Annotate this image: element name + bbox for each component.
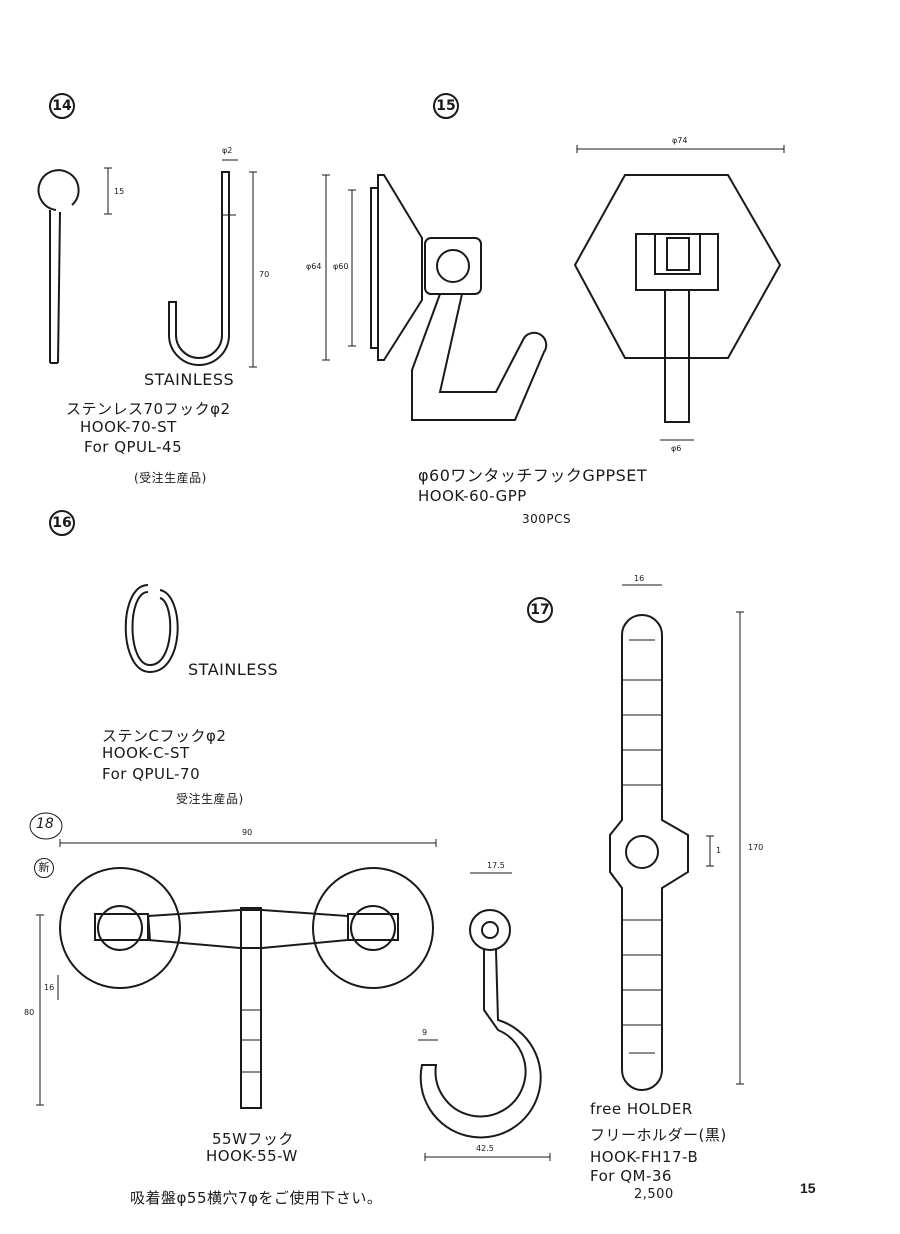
- 55w-hook-dimensions: [36, 839, 437, 1106]
- item-number-15: 15: [433, 93, 459, 119]
- item-note-16: 受注生産品): [176, 792, 244, 806]
- item-name-jp-17: フリーホルダー(黒): [590, 1126, 727, 1144]
- j-hook-dimension: [222, 159, 257, 368]
- item-code-15: HOOK-60-GPP: [418, 487, 527, 505]
- item-number-18: 18: [36, 816, 54, 832]
- handwritten-circle: [29, 812, 63, 840]
- material-label-14: STAINLESS: [144, 370, 235, 389]
- item-name-en-17: free HOLDER: [590, 1100, 693, 1118]
- 55w-height-label: 80: [24, 1008, 35, 1017]
- ring-hook-dimension: [104, 167, 112, 215]
- item-code-16: HOOK-C-ST: [102, 744, 190, 762]
- 18-ring-hook-dimensions: [418, 872, 551, 1161]
- item-for-17: For QM-36: [590, 1167, 672, 1185]
- item-name-14: ステンレス70フックφ2: [66, 400, 231, 418]
- hook-top-label: 17.5: [487, 861, 505, 870]
- item-note-18: 吸着盤φ55横穴7φをご使用下さい。: [130, 1189, 383, 1207]
- item-number-17: 17: [527, 597, 553, 623]
- bar-dim-label: φ6: [671, 444, 682, 453]
- hook-width-label: 42.5: [476, 1144, 494, 1153]
- item-code-18: HOOK-55-W: [206, 1147, 298, 1165]
- page-number: 15: [800, 1180, 816, 1196]
- item-number-16: 16: [49, 510, 75, 536]
- item-number-14: 14: [49, 93, 75, 119]
- 55w-width-label: 90: [242, 828, 253, 837]
- 18-ring-hook-drawing: [419, 909, 542, 1139]
- item-name-18: 55Wフック: [212, 1130, 294, 1148]
- item-code-14: HOOK-70-ST: [80, 418, 177, 436]
- free-holder-dimensions: [622, 584, 744, 1085]
- holder-hole-label: 1: [716, 846, 722, 855]
- hook-wire-label: 9: [422, 1028, 428, 1037]
- item-name-16: ステンCフックφ2: [102, 727, 227, 745]
- hexagon-dimensions: [576, 145, 785, 441]
- 55w-slot-label: 16: [44, 983, 55, 992]
- hexagon-front-drawing: [573, 174, 782, 423]
- item-qty-15: 300PCS: [522, 512, 572, 526]
- item-for-16: For QPUL-70: [102, 765, 201, 783]
- height-dim-label: 70: [259, 270, 270, 279]
- suction-cup-dimensions: [322, 174, 356, 361]
- j-hook-drawing: [168, 171, 236, 366]
- 55w-hook-drawing: [59, 867, 434, 1109]
- ring-hook-drawing: [37, 169, 80, 364]
- width-dim-label: φ74: [672, 136, 688, 145]
- item-name-15: φ60ワンタッチフックGPPSET: [418, 466, 648, 485]
- wire-dim-label: φ2: [222, 146, 233, 155]
- item-price-17: 2,500: [634, 1187, 674, 1202]
- item-note-14: (受注生産品): [134, 471, 207, 485]
- item-for-14: For QPUL-45: [84, 438, 183, 456]
- holder-width-label: 16: [634, 574, 645, 583]
- item-code-17: HOOK-FH17-B: [590, 1148, 699, 1166]
- suction-cup-side-drawing: [370, 174, 548, 421]
- holder-height-label: 170: [748, 843, 764, 852]
- new-mark: 新: [34, 858, 54, 878]
- outer-dim-label: φ64: [306, 262, 322, 271]
- ring-dim-label: 15: [114, 187, 125, 196]
- material-label-16: STAINLESS: [188, 660, 279, 679]
- inner-dim-label: φ60: [333, 262, 349, 271]
- free-holder-drawing: [609, 614, 689, 1091]
- c-hook-drawing: [124, 584, 179, 674]
